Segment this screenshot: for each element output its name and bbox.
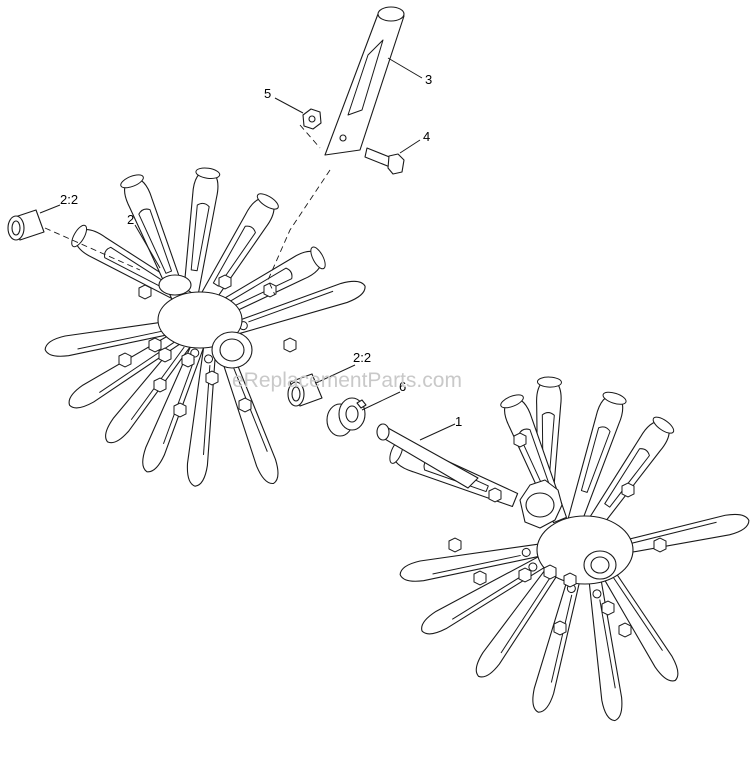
part-6-collar bbox=[326, 397, 367, 437]
part-1-shaft bbox=[376, 423, 479, 489]
callout-4: 4 bbox=[423, 129, 430, 144]
callout-6: 6 bbox=[399, 379, 406, 394]
callout-2-2-upper: 2:2 bbox=[60, 192, 78, 207]
part-2-2-bushing-upper bbox=[7, 209, 45, 241]
callout-2: 2 bbox=[127, 212, 134, 227]
left-tine-assembly bbox=[42, 166, 369, 488]
part-4-bolt bbox=[364, 147, 405, 175]
callout-1: 1 bbox=[455, 414, 462, 429]
part-3-tube-tine bbox=[324, 6, 405, 156]
callout-5: 5 bbox=[264, 86, 271, 101]
callout-2-2-center: 2:2 bbox=[353, 350, 371, 365]
part-2-2-bushing-center bbox=[287, 373, 323, 407]
assembly-lines bbox=[44, 124, 331, 296]
callout-3: 3 bbox=[425, 72, 432, 87]
right-tine-assembly bbox=[386, 376, 750, 723]
leader-lines bbox=[39, 57, 456, 441]
part-5-nut bbox=[302, 108, 322, 130]
watermark-text: eReplacementParts.com bbox=[232, 369, 462, 392]
